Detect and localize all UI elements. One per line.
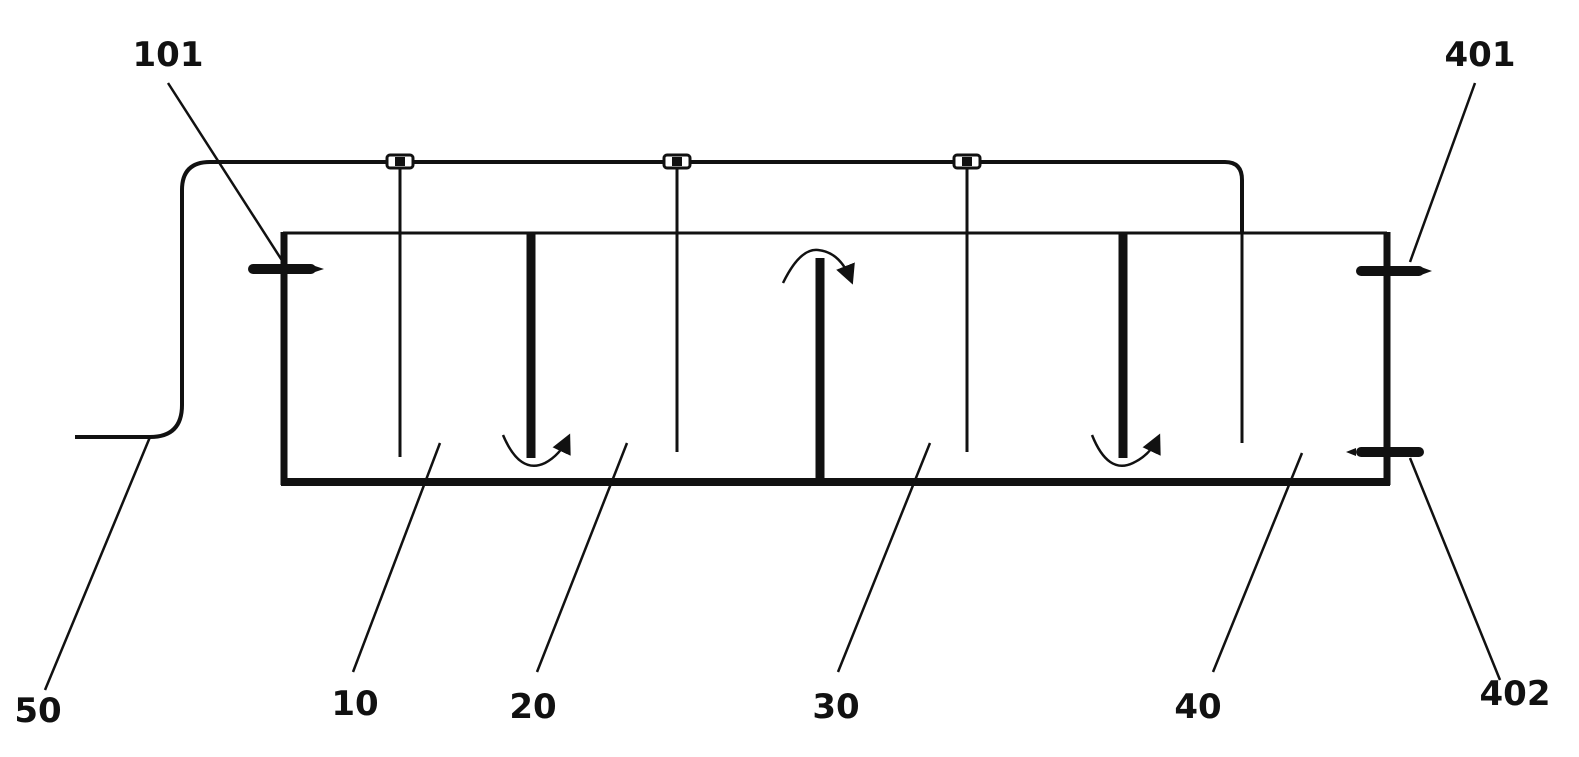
valve-2 (662, 153, 692, 170)
label-30: 30 (812, 687, 859, 727)
valve-1 (385, 153, 415, 170)
inlet-nozzle-101 (248, 264, 324, 274)
supply-pipe (75, 160, 1244, 439)
leader-20 (535, 442, 629, 673)
flow-arrow-over-baffle (781, 248, 855, 285)
leader-402 (1408, 457, 1502, 681)
outlet-nozzle-401 (1356, 266, 1432, 276)
leader-50 (43, 436, 152, 691)
label-101: 101 (133, 35, 204, 75)
leader-101 (166, 82, 285, 263)
label-50: 50 (14, 691, 61, 731)
label-40: 40 (1174, 687, 1221, 727)
leader-10 (351, 442, 442, 673)
outlet-nozzle-402 (1346, 447, 1424, 457)
valve-3 (952, 153, 982, 170)
flow-arrow-under-baffle-2 (1090, 433, 1161, 467)
leader-40 (1211, 452, 1304, 673)
leader-401 (1408, 82, 1477, 263)
label-10: 10 (331, 684, 378, 724)
label-20: 20 (509, 687, 556, 727)
label-401: 401 (1445, 35, 1516, 75)
label-402: 402 (1480, 674, 1551, 714)
leader-30 (836, 442, 932, 673)
flow-arrow-under-baffle-1 (501, 433, 571, 468)
